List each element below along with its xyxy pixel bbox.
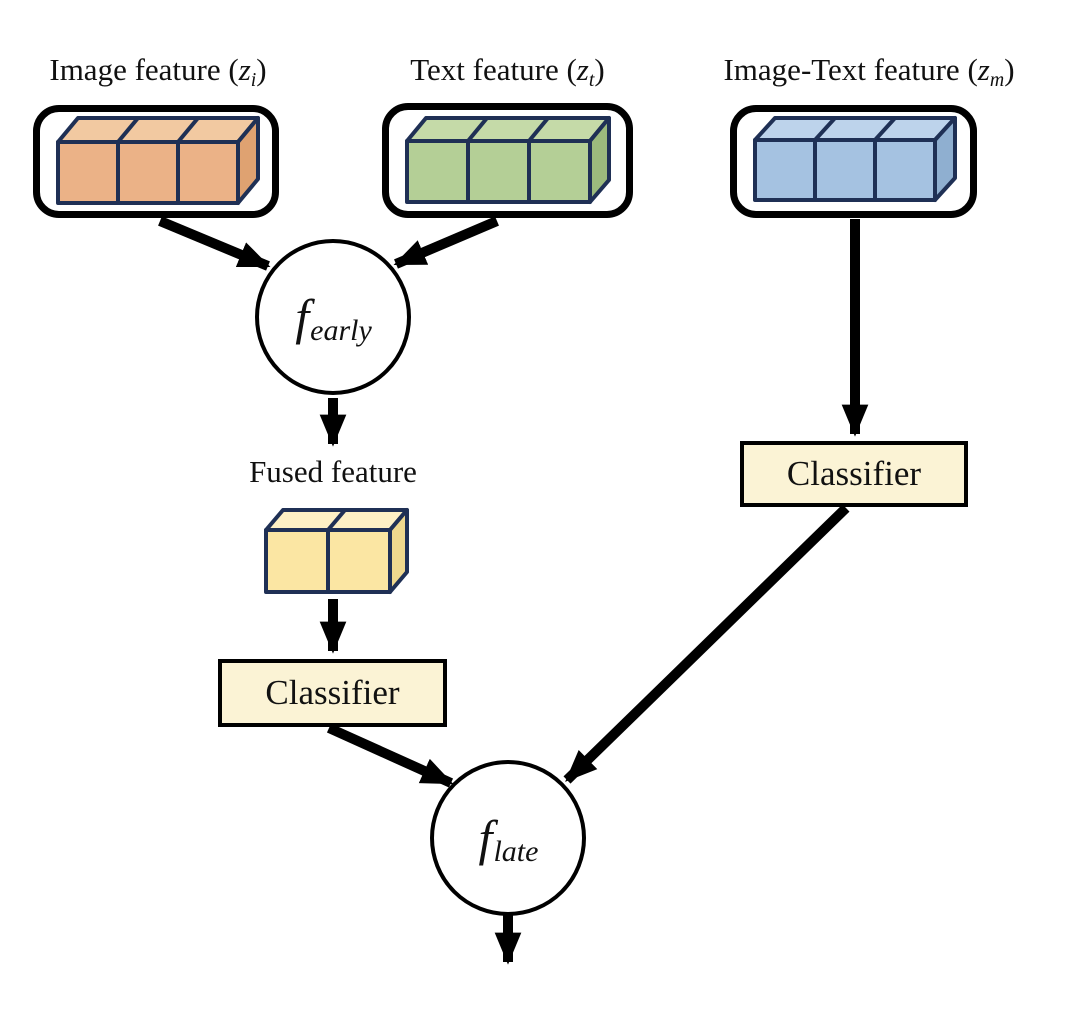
node-subscript: late (493, 835, 539, 868)
node-subscript: early (310, 314, 372, 347)
label-text: ) (256, 52, 267, 87)
arrow-image-to-early-fusion (158, 216, 271, 271)
image-feature-box (33, 105, 279, 218)
cube-front (753, 138, 937, 202)
label-text: Image-Text feature ( (723, 52, 978, 87)
cube-divider (527, 116, 550, 143)
cube-divider (326, 508, 347, 532)
image-text-feature-cubes (753, 116, 957, 202)
label-text: ) (1004, 52, 1015, 87)
label-var: z (977, 52, 990, 87)
label-var: z (238, 52, 251, 87)
label-text: Text feature ( (410, 52, 577, 87)
cube-divider (176, 116, 200, 144)
cube-front (405, 139, 592, 204)
text-feature-label: Text feature (zt) (382, 50, 633, 94)
text-feature-cubes (405, 116, 611, 204)
cube-divider (873, 116, 897, 142)
cube-divider (813, 116, 837, 142)
image-feature-cubes (56, 116, 260, 205)
label-var: z (576, 52, 589, 87)
cube-front (56, 140, 240, 205)
fused-feature-cubes (264, 508, 409, 594)
label-text: ) (594, 52, 605, 87)
cube-divider (466, 116, 489, 143)
cube-divider (116, 116, 140, 144)
node-var: f (478, 810, 493, 866)
arrow-classifier-to-late-fusion (326, 723, 454, 788)
label-subscript: m (989, 69, 1005, 92)
node-var: f (295, 289, 310, 345)
label-text: Image feature ( (49, 52, 239, 87)
image-feature-label: Image feature (zi) (13, 50, 303, 94)
image-text-feature-box (730, 105, 977, 218)
label-subscript: i (250, 69, 257, 92)
arrows (158, 216, 869, 965)
arrow-classifier2-to-late-fusion (563, 504, 850, 784)
image-text-feature-label: Image-Text feature (zm) (689, 50, 1049, 94)
label-subscript: t (588, 69, 595, 92)
classifier-early-box: Classifier (218, 659, 447, 727)
classifier-late-box: Classifier (740, 441, 968, 507)
fused-feature-label: Fused feature (249, 454, 417, 489)
text-feature-box (382, 103, 633, 218)
arrow-text-to-early-fusion (393, 216, 499, 269)
